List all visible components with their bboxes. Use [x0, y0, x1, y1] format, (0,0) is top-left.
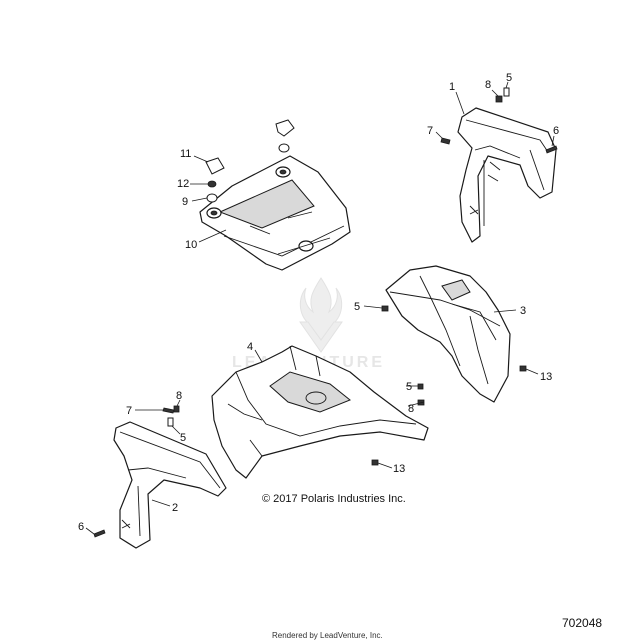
callout-13-right: 13	[540, 371, 552, 383]
callout-2: 2	[172, 502, 178, 514]
callout-8-lower: 8	[176, 390, 182, 402]
part-2-side-panel	[113, 421, 227, 549]
callout-6-top: 6	[553, 125, 559, 137]
nut-8-upper	[495, 95, 503, 103]
latch-top	[275, 119, 295, 137]
screw-5-upper	[503, 87, 510, 97]
callout-8-top: 8	[485, 79, 491, 91]
rendered-by-footer: Rendered by LeadVenture, Inc.	[272, 631, 383, 640]
callout-3: 3	[520, 305, 526, 317]
callout-11: 11	[180, 148, 191, 160]
callout-9: 9	[182, 196, 188, 208]
callout-7-top: 7	[427, 125, 433, 137]
part-1-side-panel	[457, 107, 557, 243]
callout-10: 10	[185, 239, 197, 251]
screw-7-lower	[162, 407, 175, 414]
callout-1: 1	[449, 81, 455, 93]
copyright-text: © 2017 Polaris Industries Inc.	[262, 493, 406, 505]
nut-8-lower	[173, 405, 180, 413]
latch-11	[205, 157, 225, 175]
callout-5-right: 5	[406, 381, 412, 393]
leader-lines	[85, 81, 555, 535]
grommet-9	[206, 193, 218, 203]
part-3-inner-fender-right	[385, 265, 511, 403]
nut-13-right	[519, 365, 527, 372]
callout-8-right: 8	[408, 403, 414, 415]
screw-5-mid	[381, 305, 389, 312]
grommet-top	[278, 143, 290, 153]
callout-5-mid: 5	[354, 301, 360, 313]
washer-12	[207, 180, 217, 188]
nut-13-lower	[371, 459, 379, 466]
callout-12: 12	[177, 178, 189, 190]
callout-6-lower: 6	[78, 521, 84, 533]
callout-7-lower: 7	[126, 405, 132, 417]
callout-5-top: 5	[506, 72, 512, 84]
callout-13-lower: 13	[393, 463, 405, 475]
bolt-6-upper	[545, 145, 558, 154]
fasteners	[93, 87, 558, 538]
callout-5-lower: 5	[180, 432, 186, 444]
diagram-part-number: 702048	[562, 616, 602, 630]
callout-labels: 1 8 5 7 6 11 12 9 10 5 3 4 13 5 8 7 8 5 …	[78, 72, 559, 533]
screw-5-right	[417, 383, 424, 390]
bolt-6-lower	[93, 529, 106, 538]
part-4-front-fender	[211, 345, 429, 479]
callout-4: 4	[247, 341, 253, 353]
screw-7-upper	[440, 137, 451, 145]
screw-5-lower	[167, 417, 174, 427]
part-10-storage-lid	[199, 155, 351, 271]
